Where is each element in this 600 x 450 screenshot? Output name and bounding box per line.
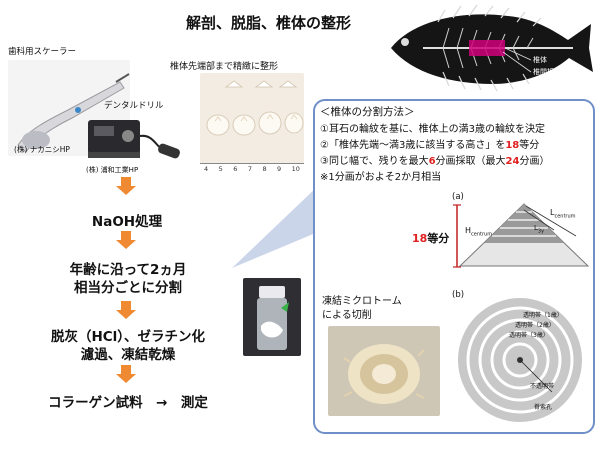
figure-b-label: (b): [452, 290, 465, 300]
sample-vial-photo: [243, 278, 301, 356]
ruler-tick: 7: [247, 165, 252, 173]
method-step-2-suffix: 等分: [519, 140, 540, 151]
band-2-label: 透明帯（2歳）: [515, 322, 555, 329]
l-centrum-sub: centrum: [554, 213, 576, 220]
intervertebral-label: 椎間板: [533, 68, 554, 76]
centrum-cone-diagram: [458, 203, 590, 267]
method-note: ※1分画がおよそ2か月相当: [320, 172, 442, 183]
l-centrum-symbol: L: [550, 208, 555, 217]
scaler-photo: [8, 60, 130, 156]
scaler-credit: (株) ナカニシHP: [14, 145, 70, 154]
ruler-tick: 9: [277, 165, 282, 173]
height-bracket: [453, 204, 461, 268]
drill-photo: [74, 112, 184, 172]
step-split-line2: 相当分ごとに分割: [74, 280, 182, 296]
method-step-3: ③同じ幅で、残りを最大6分画採取（最大24分画）: [320, 152, 549, 167]
ruler-tick: 4: [204, 165, 209, 173]
split-count-number: 18: [412, 232, 428, 245]
vertebra-label: 椎体: [533, 56, 547, 64]
h-centrum-label: Hcentrum: [465, 226, 492, 238]
fish-skeleton-illustration: [391, 4, 593, 92]
microtome-label-2: による切削: [322, 310, 372, 321]
band-3-label: 透明帯（3歳）: [509, 332, 549, 339]
split-count-unit: 等分: [427, 232, 450, 245]
method-step-3-number: 6: [428, 156, 436, 167]
l3y-label: L3y: [534, 224, 544, 234]
ruler-tick: 8: [262, 165, 267, 173]
figure-a-label: (a): [452, 192, 464, 202]
l3y-symbol: L: [534, 224, 538, 232]
drill-credit: (株) 浦和工業HP: [86, 166, 139, 174]
page-title: 解剖、脱脂、椎体の整形: [186, 14, 352, 32]
method-step-3-suffix: 分画）: [519, 156, 550, 167]
step-measure: コラーゲン試料 → 測定: [48, 395, 208, 411]
scaler-label: 歯科用スケーラー: [8, 47, 77, 57]
l-centrum-label: Lcentrum: [550, 208, 576, 220]
microtome-section-photo: [328, 326, 440, 416]
ruler-tick: 5: [218, 165, 223, 173]
l3y-sub: 3y: [537, 228, 545, 235]
opaque-zone-label: 不透明帯: [530, 383, 555, 390]
vertebra-shaping-label: 椎体先端部まで精緻に整形: [170, 62, 279, 72]
step-split-line1: 年齢に沿って2ヵ月: [69, 262, 187, 278]
notochord-foramen-label: 脊索孔: [534, 404, 553, 411]
step-naoh: NaOH処理: [91, 214, 163, 230]
panel-heading: ＜椎体の分割方法＞: [320, 106, 415, 118]
drill-label: デンタルドリル: [104, 101, 164, 111]
vertebra-photo: [200, 73, 304, 177]
method-step-2: ②「椎体先端～満3歳に該当する高さ」を18等分: [320, 136, 539, 151]
vertebra-cross-section-diagram: [458, 298, 582, 422]
method-step-3-text: ③同じ幅で、残りを最大: [320, 156, 429, 167]
h-centrum-sub: centrum: [471, 231, 493, 238]
band-1-label: 透明帯（1歳）: [523, 312, 563, 319]
split-count-label: 18等分: [412, 230, 449, 246]
step-decalcify-line2: 濾過、凍結乾燥: [80, 347, 176, 363]
method-step-1: ①耳石の輪紋を基に、椎体上の満3歳の輪紋を決定: [320, 124, 546, 135]
method-step-3-mid: 分画採取（最大: [435, 156, 506, 167]
h-centrum-symbol: H: [465, 226, 472, 235]
ruler-tick: 10: [291, 165, 300, 173]
microtome-label: 凍結ミクロトーム: [322, 296, 402, 307]
method-step-2-number: 18: [505, 140, 520, 151]
ruler-tick: 6: [233, 165, 238, 173]
ruler: 4 5 6 7 8 9 10: [200, 163, 304, 178]
method-step-3-max: 24: [505, 156, 520, 167]
method-step-2-text: ②「椎体先端～満3歳に該当する高さ」を: [320, 140, 506, 151]
step-decalcify-line1: 脱灰（HCl）、ゼラチン化: [50, 329, 206, 345]
